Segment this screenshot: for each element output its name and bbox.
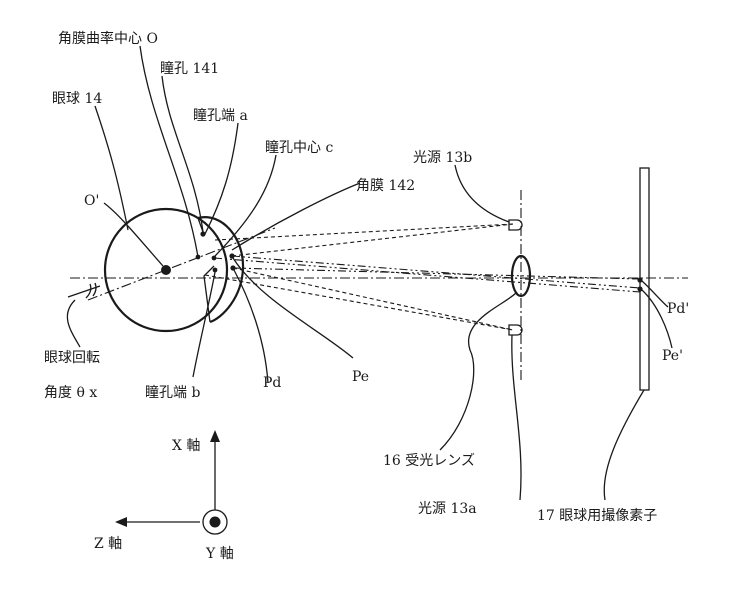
- light-source-13b: [508, 219, 523, 231]
- leader-cornea: [231, 182, 361, 251]
- ray-upper-left: [214, 223, 514, 241]
- label-pe-prime: Pe': [662, 348, 683, 364]
- pupil-edge-b-dot: [212, 267, 218, 273]
- label-pd: Pd: [263, 375, 281, 391]
- ray-lower-left: [204, 274, 514, 331]
- rotation-angle-marker: [67, 282, 101, 299]
- leader-pupil-edge-a: [204, 122, 239, 235]
- pd-prime-dot: [637, 277, 643, 283]
- leader-light-a: [511, 334, 522, 501]
- label-cornea-center: 角膜曲率中心 O: [58, 30, 158, 47]
- label-lens: 16 受光レンズ: [383, 453, 475, 469]
- pupil-shape: [197, 217, 215, 323]
- label-rotation-1: 眼球回転: [44, 350, 100, 366]
- leader-rotation: [66, 299, 81, 348]
- eye-rotated-axis: [87, 227, 276, 301]
- label-light-a: 光源 13a: [418, 501, 477, 517]
- leader-pupil-edge-b: [192, 271, 216, 378]
- label-y-axis: Y 軸: [205, 546, 234, 562]
- label-pe: Pe: [352, 369, 369, 385]
- pupil-edge-a-dot: [200, 231, 206, 237]
- label-z-axis: Z 軸: [94, 536, 122, 552]
- leader-pupil-center: [214, 154, 277, 257]
- leader-pd-prime: [641, 280, 669, 308]
- label-rotation-2: 角度 θ x: [44, 385, 97, 401]
- label-pd-prime: Pd': [667, 301, 689, 317]
- leader-lens: [439, 291, 518, 451]
- z-axis-arrow: [115, 517, 127, 527]
- label-pupil-center: 瞳孔中心 c: [265, 139, 333, 156]
- label-sensor: 17 眼球用撮像素子: [537, 507, 657, 524]
- y-axis-dot: [209, 516, 221, 528]
- label-o-prime: O': [84, 193, 99, 209]
- pe-prime-dot: [637, 286, 643, 292]
- x-axis-arrow: [210, 430, 220, 442]
- reflect-pe: [231, 255, 641, 289]
- label-pupil: 瞳孔 141: [160, 60, 219, 77]
- leader-sensor: [603, 389, 645, 501]
- label-x-axis: X 軸: [172, 438, 200, 454]
- reflect-pd: [232, 267, 641, 280]
- leader-light-b: [454, 164, 510, 223]
- leader-eyeball: [94, 105, 129, 231]
- light-source-13a: [508, 324, 523, 336]
- cornea-curve: [197, 216, 245, 324]
- eyeball-center-dot: [161, 265, 171, 275]
- label-eyeball: 眼球 14: [52, 91, 102, 107]
- label-pupil-edge-a: 瞳孔端 a: [193, 107, 248, 124]
- leader-pd: [233, 269, 269, 384]
- leader-pe-prime: [641, 289, 673, 349]
- eyeball-circle: [103, 207, 229, 333]
- label-pupil-edge-b: 瞳孔端 b: [145, 384, 200, 401]
- receiving-lens: [510, 254, 532, 298]
- ray-13b: [231, 223, 514, 257]
- label-cornea: 角膜 142: [356, 178, 415, 194]
- reflect-c: [213, 257, 641, 293]
- y-axis-outer: [202, 509, 228, 535]
- label-light-b: 光源 13b: [413, 150, 472, 166]
- ray-13a: [232, 267, 514, 331]
- leader-pupil: [161, 75, 204, 233]
- leader-cornea-center: [139, 45, 199, 258]
- leader-pe: [232, 257, 354, 359]
- leader-o-prime: [103, 202, 164, 267]
